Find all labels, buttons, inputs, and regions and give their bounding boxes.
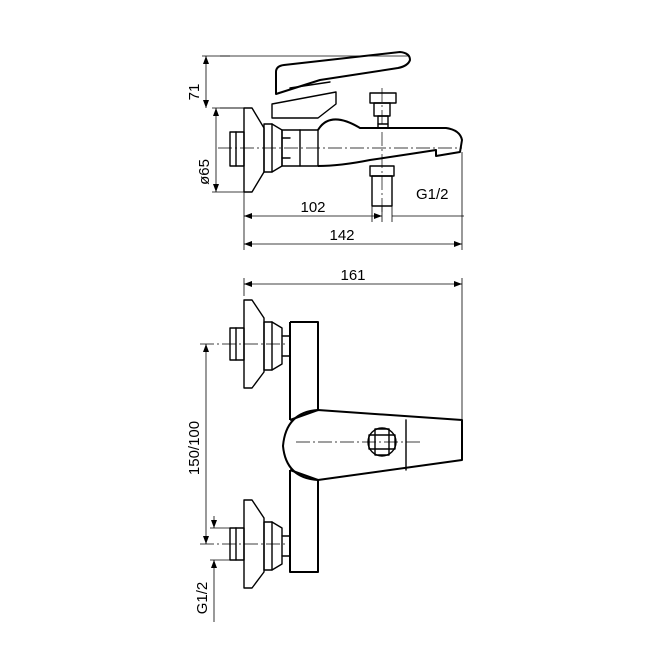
wall-flange-side — [243, 107, 265, 193]
dim-label-thread-bottom: G1/2 — [194, 582, 211, 615]
spout-front — [282, 409, 463, 481]
diverter-knob-side — [369, 92, 397, 104]
dim-label-161: 161 — [340, 267, 365, 284]
spout-side — [317, 118, 463, 167]
dim-150-100: 150/100 — [186, 344, 209, 544]
dim-label-65: ø65 — [196, 159, 213, 185]
dim-label-142: 142 — [329, 227, 354, 244]
front-view: 161 — [186, 267, 463, 622]
cartridge-neck-side — [271, 91, 337, 119]
dim-label-thread-top: G1/2 — [416, 186, 449, 203]
mixer-body-front — [289, 321, 319, 573]
lever-handle-side — [275, 51, 411, 95]
dim-thread-bottom: G1/2 — [194, 516, 230, 622]
dim-label-71: 71 — [186, 84, 203, 101]
dim-diameter-65: ø65 — [196, 107, 244, 193]
dim-label-102: 102 — [300, 199, 325, 216]
dim-label-150-100: 150/100 — [186, 421, 203, 475]
dim-161: 161 — [243, 267, 463, 420]
side-view: 71 ø65 102 G1/2 — [186, 51, 464, 250]
dim-142: 142 — [244, 152, 463, 250]
dim-102: 102 — [243, 192, 383, 250]
dim-thread-top: G1/2 — [371, 186, 464, 222]
eccentric-pipe-side — [229, 131, 245, 167]
